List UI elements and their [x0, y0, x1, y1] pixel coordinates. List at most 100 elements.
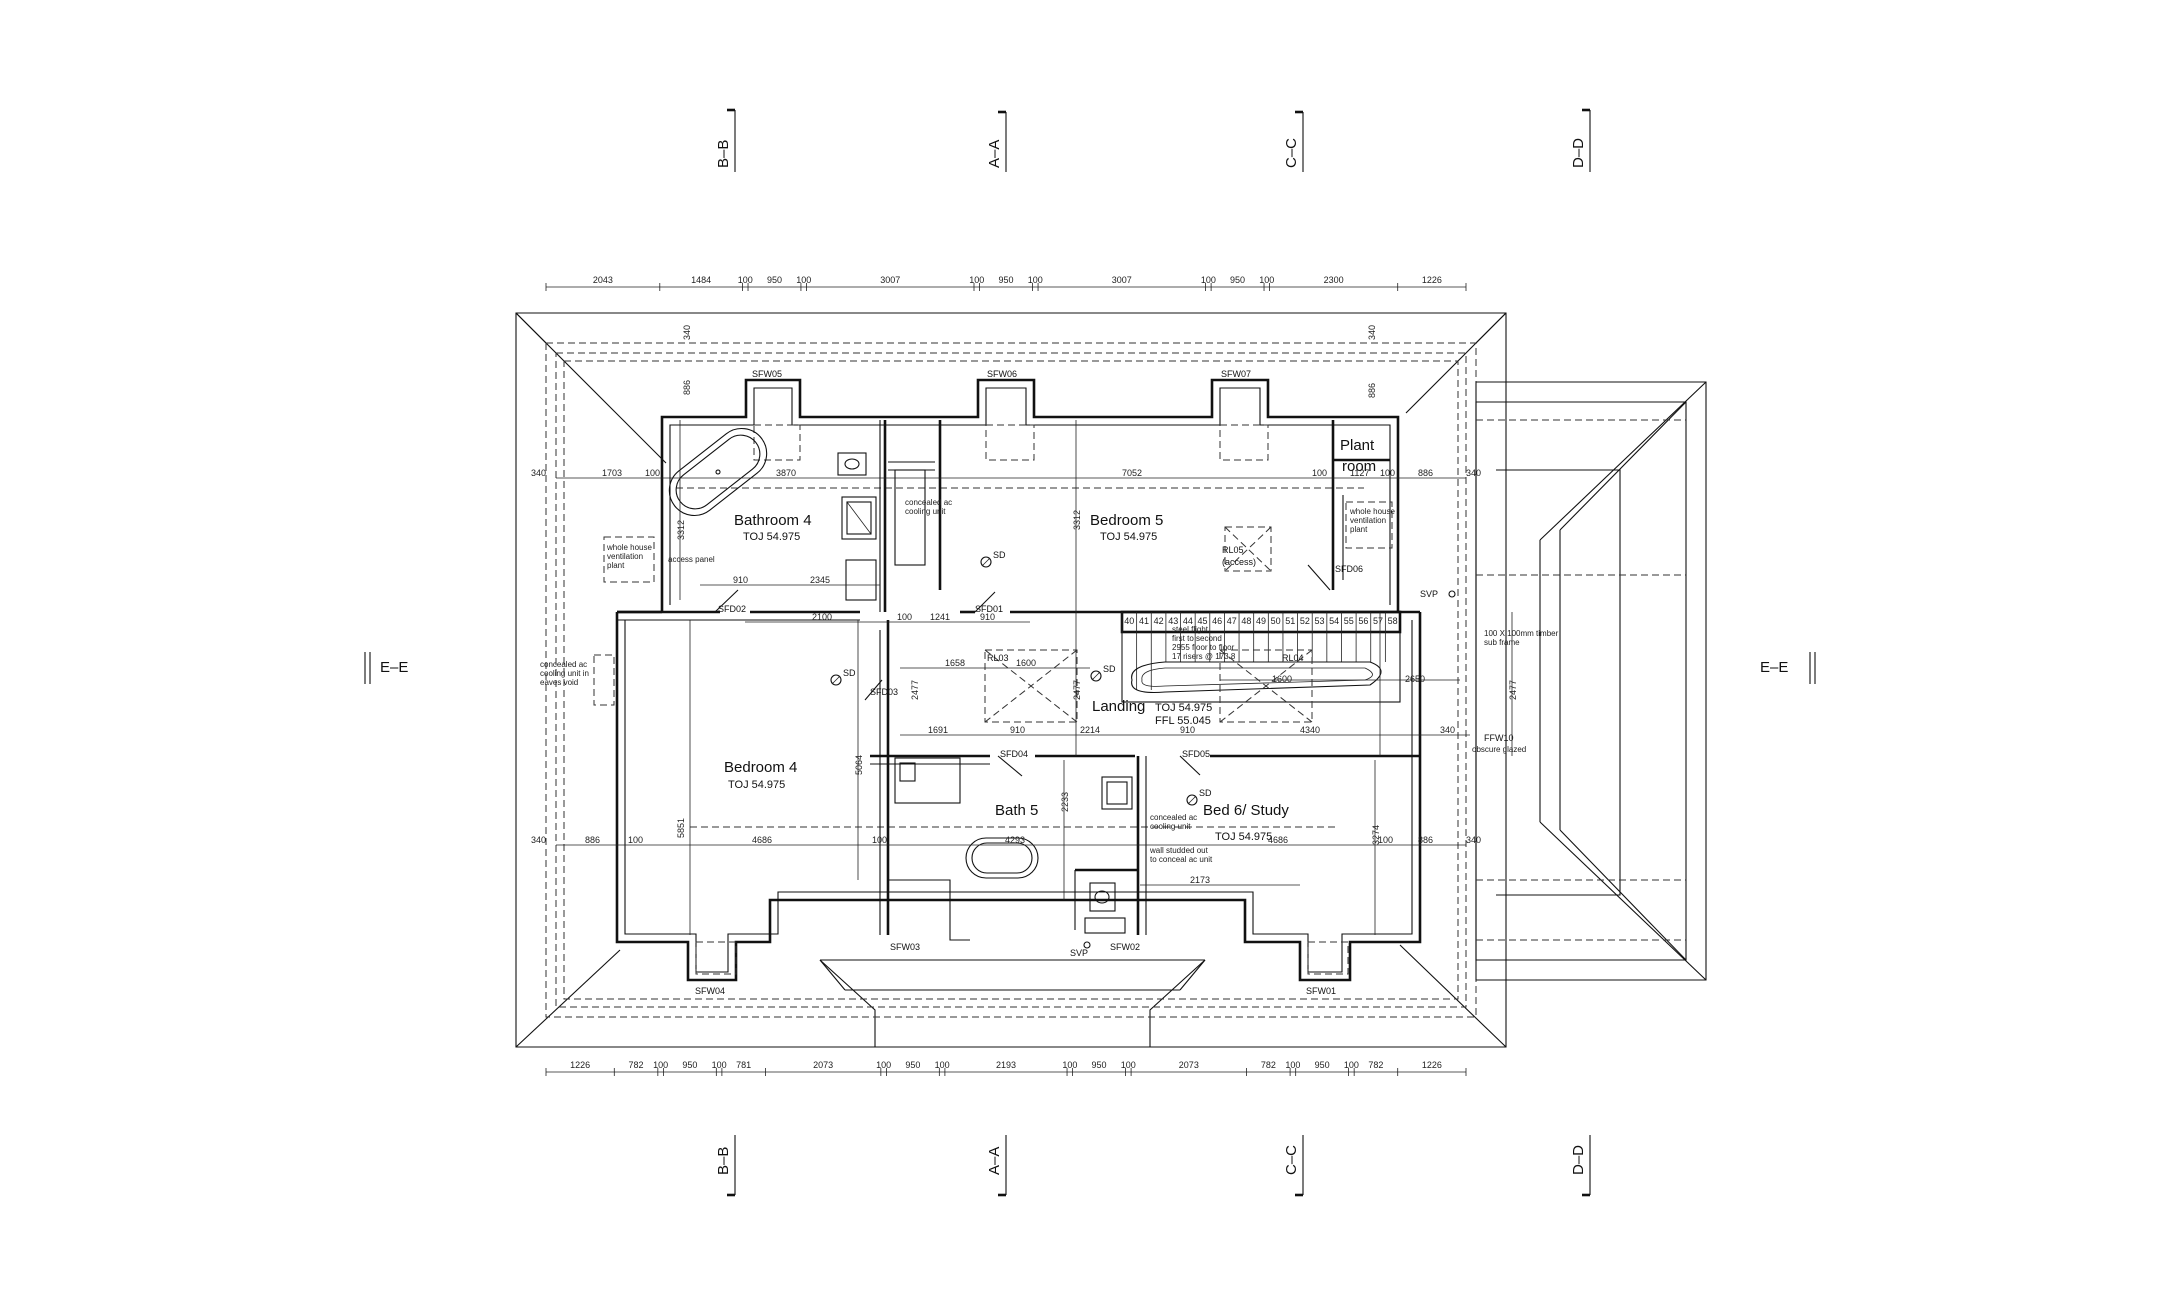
- dim-2477-c: 2477: [1508, 680, 1518, 700]
- bottom-dim-value-1: 782: [629, 1060, 644, 1070]
- room-bedroom-5-toj: TOJ 54.975: [1100, 531, 1157, 543]
- section-ee-right: E–E: [1760, 659, 1788, 676]
- dim-100-g: 100: [1378, 835, 1393, 845]
- dim-1241: 1241: [930, 612, 950, 622]
- bottom-dim-value-15: 782: [1261, 1060, 1276, 1070]
- section-aa-top: A–A: [986, 140, 1003, 168]
- dim-4340: 4340: [1300, 725, 1320, 735]
- note-stair-1: steel flight: [1172, 625, 1209, 634]
- smoke-detector-label-2: SD: [843, 668, 856, 678]
- top-dim-value-12: 100: [1259, 275, 1274, 285]
- room-landing-ffl: FFL 55.045: [1155, 715, 1211, 727]
- top-dim-value-9: 3007: [1112, 275, 1132, 285]
- top-dim-value-10: 100: [1201, 275, 1216, 285]
- dim-1600-b: 1600: [1272, 674, 1292, 684]
- dim-2345: 2345: [810, 575, 830, 585]
- dim-100-b: 100: [1312, 468, 1327, 478]
- section-dd-bottom: D–D: [1570, 1145, 1587, 1175]
- dim-2650: 2650: [1405, 674, 1425, 684]
- inner-dimension-lines: [556, 420, 1513, 935]
- note-stair-3: 2955 floor to floor: [1172, 643, 1235, 652]
- top-dim-value-0: 2043: [593, 275, 613, 285]
- bottom-dim-value-0: 1226: [570, 1060, 590, 1070]
- dim-3312-b: 3312: [1072, 510, 1082, 530]
- section-ee-left: E–E: [380, 659, 408, 676]
- dim-1691: 1691: [928, 725, 948, 735]
- section-bb-bottom: B–B: [715, 1147, 732, 1175]
- door-swings: [714, 564, 1331, 777]
- east-roof-outline: [1475, 381, 1707, 981]
- top-dim-value-7: 950: [999, 275, 1014, 285]
- room-landing-label: Landing: [1092, 698, 1145, 715]
- dim-886-d: 886: [682, 380, 692, 395]
- dim-100-c: 100: [1380, 468, 1395, 478]
- smoke-detectors: [830, 556, 1198, 806]
- stair-step-number: 44: [1183, 616, 1193, 626]
- door-tag-sfd03: SFD03: [870, 687, 898, 697]
- dim-886-b: 886: [585, 835, 600, 845]
- bottom-dim-value-7: 100: [876, 1060, 891, 1070]
- bottom-dim-value-5: 781: [736, 1060, 751, 1070]
- bottom-dim-value-10: 2193: [996, 1060, 1016, 1070]
- smoke-detector-label-3: SD: [1103, 664, 1116, 674]
- room-plant-label-2: room: [1342, 458, 1376, 475]
- dim-3870: 3870: [776, 468, 796, 478]
- stair-step-number: 40: [1124, 616, 1134, 626]
- dim-340-g: 340: [1367, 325, 1377, 340]
- rooflight-tag-rl05: RL05: [1222, 545, 1244, 555]
- rooflight-tag-rl03: RL03: [987, 653, 1009, 663]
- bottom-dim-value-3: 950: [682, 1060, 697, 1070]
- note-concealed-ac-3: concealed ac: [1150, 813, 1197, 822]
- door-tag-sfd05: SFD05: [1182, 749, 1210, 759]
- bottom-dim-value-18: 100: [1344, 1060, 1359, 1070]
- dim-2100: 2100: [812, 612, 832, 622]
- dim-2477-b: 2477: [1072, 680, 1082, 700]
- top-dim-value-11: 950: [1230, 275, 1245, 285]
- note-ventilation-3: plant: [607, 561, 625, 570]
- note-plant-ventilation-1: whole house: [1349, 507, 1395, 516]
- note-stair-4: 17 risers @ 173.8: [1172, 652, 1236, 661]
- top-dim-value-4: 100: [796, 275, 811, 285]
- dim-7052: 7052: [1122, 468, 1142, 478]
- window-tag-ffw10: FFW10: [1484, 733, 1514, 743]
- dim-886-e: 886: [1367, 383, 1377, 398]
- window-tag-sfw06: SFW06: [987, 369, 1017, 379]
- dim-2477-a: 2477: [910, 680, 920, 700]
- note-eaves-3: eaves void: [540, 678, 578, 687]
- stair-step-number: 47: [1227, 616, 1237, 626]
- window-tag-sfw01: SFW01: [1306, 986, 1336, 996]
- section-cc-bottom: C–C: [1283, 1145, 1300, 1175]
- section-markers: [364, 108, 1816, 1197]
- door-tag-sfd06: SFD06: [1335, 564, 1363, 574]
- bottom-dim-value-4: 100: [712, 1060, 727, 1070]
- dim-100-e: 100: [628, 835, 643, 845]
- dim-100-d: 100: [897, 612, 912, 622]
- stair-step-number: 41: [1139, 616, 1149, 626]
- section-dd-top: D–D: [1570, 138, 1587, 168]
- stair: [1121, 611, 1401, 703]
- top-dim-value-1: 1484: [691, 275, 711, 285]
- stair-step-number: 49: [1256, 616, 1266, 626]
- rooflights: [984, 526, 1313, 723]
- note-eaves-2: cooling unit in: [540, 669, 589, 678]
- dim-100-a: 100: [645, 468, 660, 478]
- note-wall-studded-2: to conceal ac unit: [1150, 855, 1213, 864]
- note-concealed-ac-1: concealed ac: [905, 498, 952, 507]
- stair-step-number: 48: [1241, 616, 1251, 626]
- top-dim-value-2: 100: [738, 275, 753, 285]
- stair-step-number: 46: [1212, 616, 1222, 626]
- stair-step-number: 57: [1373, 616, 1383, 626]
- smoke-detector-label-1: SD: [993, 550, 1006, 560]
- stair-step-number: 58: [1388, 616, 1398, 626]
- equipment-boxes: [593, 501, 1393, 706]
- note-eaves-1: concealed ac: [540, 660, 587, 669]
- door-tag-sfd01: SFD01: [975, 604, 1003, 614]
- svp-label-upper: SVP: [1420, 589, 1438, 599]
- dormer-outlines: [695, 424, 1349, 975]
- room-bedroom-5-label: Bedroom 5: [1090, 512, 1163, 529]
- dim-4686-a: 4686: [752, 835, 772, 845]
- stair-step-number: 54: [1329, 616, 1339, 626]
- note-concealed-ac-4: cooling unit: [1150, 822, 1191, 831]
